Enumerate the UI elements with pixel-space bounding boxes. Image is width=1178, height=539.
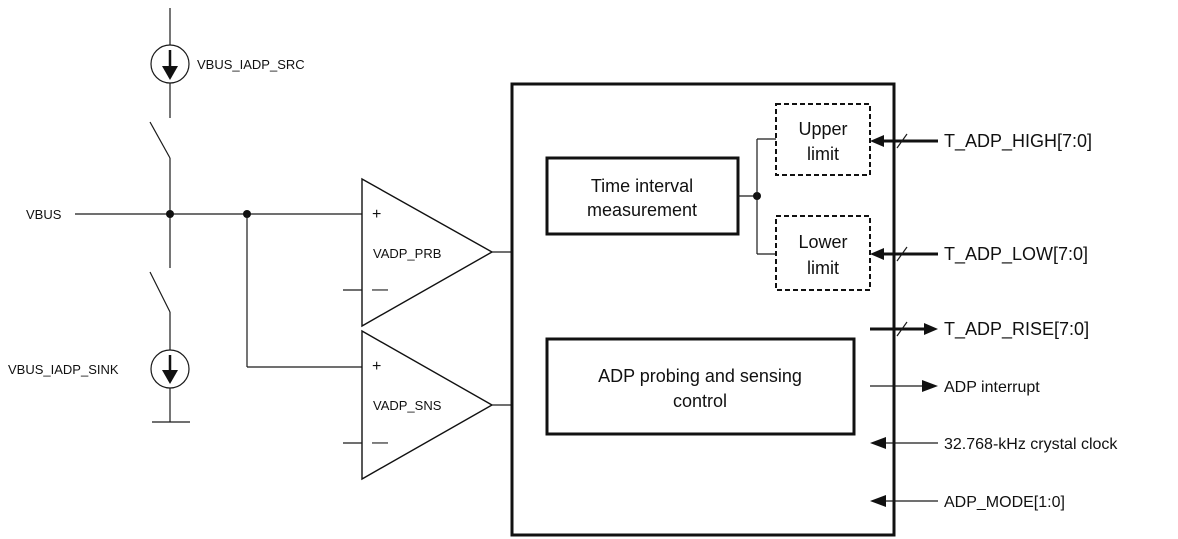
t-adp-low-label: T_ADP_LOW[7:0] [944, 244, 1088, 265]
t-adp-high-bus [870, 133, 938, 149]
adp-mode-label: ADP_MODE[1:0] [944, 494, 1065, 511]
t-adp-rise-label: T_ADP_RISE[7:0] [944, 319, 1089, 340]
limit-wires [738, 138, 776, 255]
upper-limit-block: Upper limit [775, 103, 871, 176]
t-adp-high-label: T_ADP_HIGH[7:0] [944, 131, 1092, 152]
src-label: VBUS_IADP_SRC [197, 57, 305, 72]
svg-text:measurement: measurement [587, 200, 697, 220]
svg-text:control: control [673, 391, 727, 411]
vbus-label: VBUS [26, 207, 62, 222]
svg-text:ADP probing and sensing: ADP probing and sensing [598, 366, 802, 386]
lower-limit-block: Lower limit [775, 215, 871, 291]
svg-text:limit: limit [807, 258, 839, 278]
switch-bottom [149, 271, 171, 313]
comparator-prb: + — VADP_PRB [343, 177, 494, 328]
adp-control-block: ADP probing and sensing control [545, 337, 856, 436]
adp-interrupt-label: ADP interrupt [944, 379, 1040, 396]
prb-plus: + [372, 206, 381, 223]
prb-name: VADP_PRB [373, 246, 441, 261]
sns-name: VADP_SNS [373, 398, 442, 413]
vbus-net [75, 210, 362, 368]
time-interval-block: Time interval measurement [545, 156, 740, 236]
svg-text:Upper: Upper [798, 119, 847, 139]
sink-label: VBUS_IADP_SINK [8, 362, 119, 377]
crystal-clock-label: 32.768-kHz crystal clock [944, 436, 1118, 453]
comparator-sns: + — VADP_SNS [343, 329, 494, 481]
sns-plus: + [372, 358, 381, 375]
switch-top [149, 121, 171, 159]
sns-minus: — [372, 434, 388, 451]
vbus-source-chain [149, 8, 190, 423]
current-source-src-icon [150, 44, 190, 84]
svg-text:limit: limit [807, 144, 839, 164]
prb-minus: — [372, 281, 388, 298]
t-adp-rise-bus [870, 321, 938, 337]
svg-text:Time interval: Time interval [591, 176, 693, 196]
crystal-clock-signal [870, 437, 938, 449]
current-source-sink-icon [150, 349, 190, 389]
svg-text:Lower: Lower [798, 232, 847, 252]
t-adp-low-bus [870, 246, 938, 262]
adp-interrupt-signal [870, 380, 938, 392]
adp-mode-signal [870, 495, 938, 507]
